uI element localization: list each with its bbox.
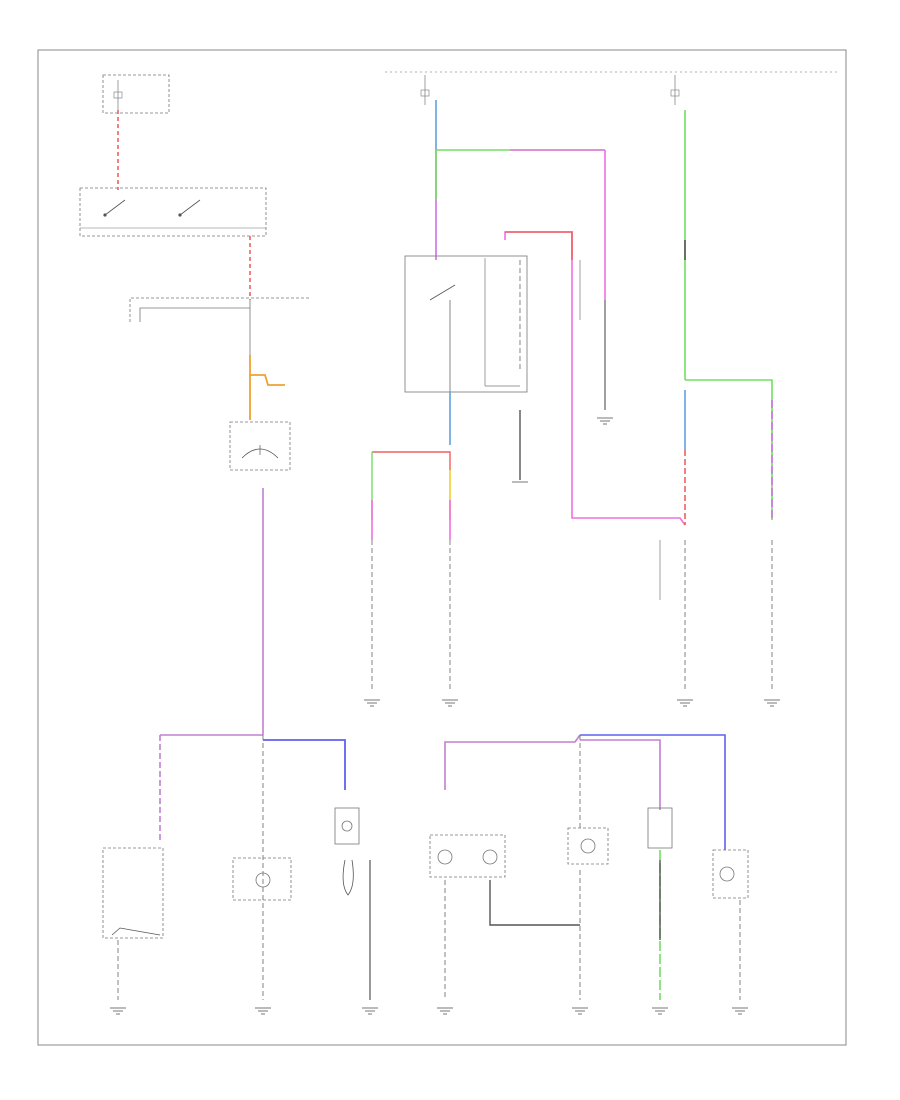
wire-green-right-split (685, 379, 773, 520)
dimmer-wiring-orange (249, 355, 285, 420)
wire-black-link (489, 880, 580, 926)
ground-symbol (597, 417, 613, 425)
ground-symbol (732, 1007, 748, 1015)
ground-symbol (255, 1007, 271, 1015)
dimmer-control (229, 421, 291, 471)
top-left-fuse-block (102, 74, 170, 114)
ground-symbol (364, 699, 380, 707)
ground-symbol (572, 1007, 588, 1015)
wire-pink-route (504, 231, 686, 526)
splice-bus-left (129, 297, 310, 360)
headlight-switch (79, 187, 267, 237)
ground-symbols (110, 417, 780, 1015)
wire-blue-bus-right (580, 734, 726, 850)
wire-red-splice (372, 451, 451, 520)
diagram-frame (37, 49, 847, 1046)
center-switch (404, 255, 528, 393)
fuse-block-center (420, 75, 437, 150)
ground-symbol (764, 699, 780, 707)
ground-symbol (652, 1007, 668, 1015)
ground-symbol (677, 699, 693, 707)
bottom-lamps (102, 807, 749, 939)
ground-symbol (110, 1007, 126, 1015)
wire-violet-bus-right (444, 734, 581, 790)
wire-blue-bus-left (263, 739, 346, 790)
ground-symbol (362, 1007, 378, 1015)
ground-symbol (437, 1007, 453, 1015)
mid-lamp-row (371, 260, 773, 690)
fuse-block-right (670, 75, 680, 105)
ground-symbol (442, 699, 458, 707)
